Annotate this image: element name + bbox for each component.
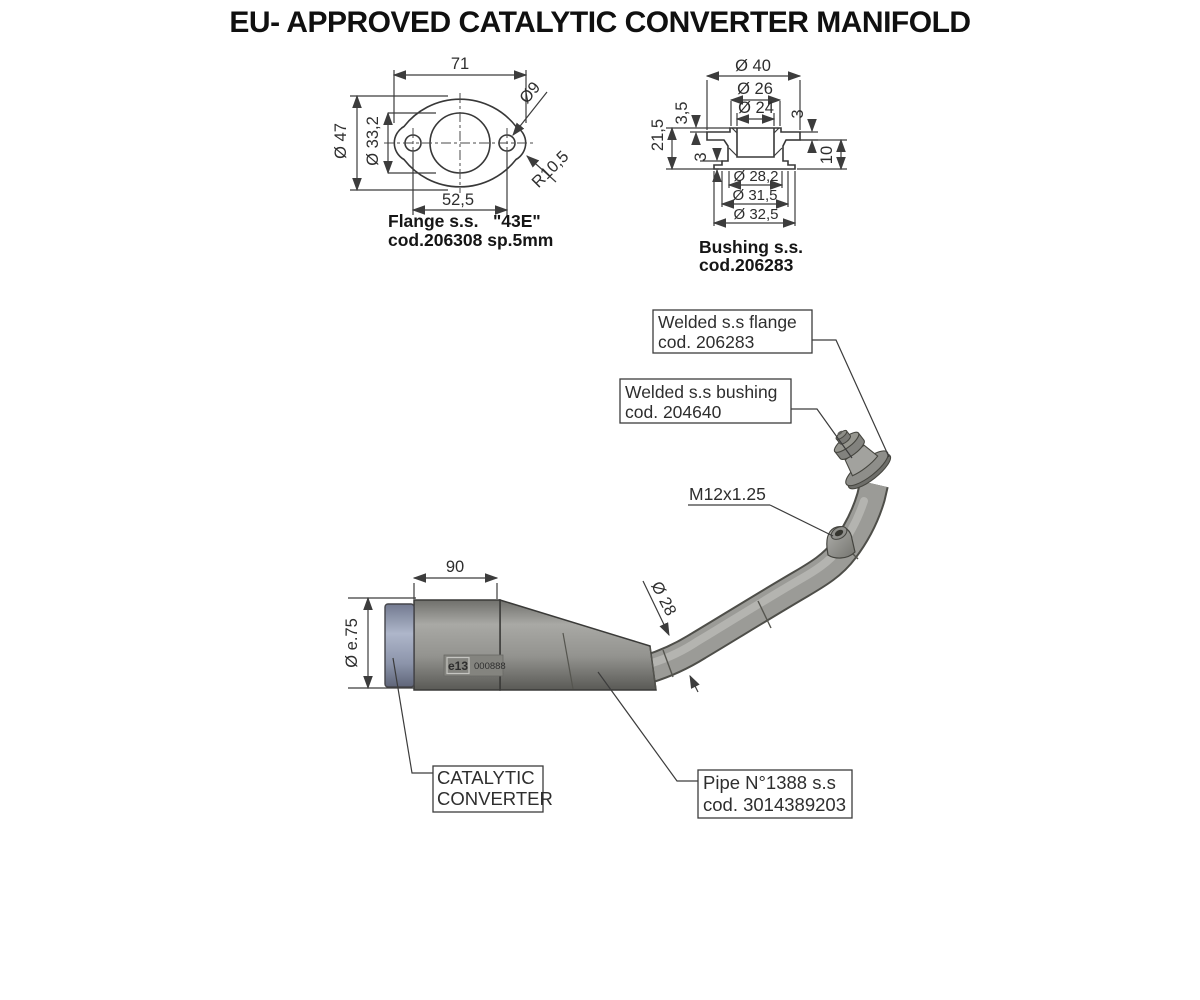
callout-pipe: Pipe N°1388 s.s cod. 3014389203	[597, 671, 853, 819]
svg-text:Ø 31,5: Ø 31,5	[732, 187, 777, 204]
dimension-bolt-hole-9: Ø9	[512, 79, 548, 136]
dimension-bore-33-2: Ø 33,2	[364, 111, 436, 175]
cone-seam	[562, 632, 574, 690]
exhaust-pipe	[643, 481, 887, 682]
bushing-part-number: cod.206283	[699, 255, 794, 275]
svg-text:90: 90	[446, 558, 464, 576]
svg-text:cod. 3014389203: cod. 3014389203	[703, 794, 846, 815]
bushing-bore	[736, 128, 775, 158]
leader-pipe	[597, 671, 698, 782]
bushing-chamfer-left	[731, 127, 738, 134]
svg-text:3: 3	[692, 152, 710, 161]
bushing-chamfer-right	[773, 127, 780, 134]
svg-text:Ø 28,2: Ø 28,2	[733, 168, 778, 185]
bushing-label: Bushing s.s.	[699, 237, 803, 257]
svg-text:Welded s.s bushing: Welded s.s bushing	[625, 382, 777, 402]
callout-welded-bushing: Welded s.s bushing cod. 204640	[619, 378, 853, 459]
svg-text:Pipe N°1388 s.s: Pipe N°1388 s.s	[703, 772, 836, 793]
dimension-d40: Ø 40	[705, 57, 802, 130]
dimension-t3-right: 3	[789, 109, 818, 153]
svg-text:cod. 204640: cod. 204640	[625, 402, 722, 422]
approval-mark-plate: e13 000888	[443, 654, 506, 677]
dimension-d32-5: Ø 32,5	[712, 171, 797, 228]
bushing-weld-prep-right	[773, 147, 783, 157]
callout-thread: M12x1.25	[688, 484, 834, 537]
svg-text:Ø 24: Ø 24	[738, 99, 774, 117]
bushing-outline	[706, 127, 801, 170]
approval-code: e13	[448, 659, 468, 673]
svg-text:71: 71	[451, 55, 469, 73]
callout-welded-flange: Welded s.s flange cod. 206283	[652, 309, 890, 458]
bushing-tip	[837, 430, 843, 436]
callout-catalytic-converter: CATALYTIC CONVERTER	[392, 657, 553, 813]
dimension-length-90: 90	[412, 558, 499, 599]
muffler-body	[413, 599, 501, 691]
leader-catalytic	[392, 657, 433, 774]
flange-2d-drawing: 71 Ø 47 Ø 33,2 Ø9	[332, 55, 572, 250]
svg-text:21,5: 21,5	[649, 119, 667, 151]
leader-welded-bushing	[791, 408, 853, 459]
flange-label: Flange s.s.	[388, 211, 478, 231]
dimension-h21-5: 21,5	[649, 119, 719, 171]
pipe-weld-seam-2	[757, 600, 772, 629]
sensor-boss	[826, 526, 856, 559]
flange-outline	[393, 98, 527, 188]
leader-thread	[769, 504, 834, 537]
svg-text:CONVERTER: CONVERTER	[437, 788, 553, 809]
page-title: EU- APPROVED CATALYTIC CONVERTER MANIFOL…	[229, 6, 971, 39]
bushing-collar	[844, 444, 879, 477]
svg-text:Ø 32,5: Ø 32,5	[733, 206, 778, 223]
cone-tip-seam	[649, 646, 657, 690]
svg-text:CATALYTIC: CATALYTIC	[437, 767, 535, 788]
svg-text:Ø 33,2: Ø 33,2	[364, 116, 382, 166]
catalytic-end-cap	[384, 603, 415, 688]
flange-part-number: cod.206308 sp.5mm	[388, 230, 553, 250]
flange-label-code-43e: "43E"	[493, 211, 541, 231]
svg-text:10: 10	[818, 146, 836, 164]
dimension-radius-10-5: R10,5	[526, 148, 573, 192]
pipe-weld-seam-1	[662, 649, 674, 678]
leader-welded-flange	[812, 339, 890, 458]
dimension-d28-2: Ø 28,2	[727, 168, 784, 190]
muffler-cone	[499, 598, 657, 691]
svg-text:Welded s.s flange: Welded s.s flange	[658, 312, 797, 332]
manifold-3d-view: e13 000888	[343, 429, 892, 693]
svg-text:Ø 47: Ø 47	[332, 123, 350, 159]
svg-text:Ø e.75: Ø e.75	[343, 618, 361, 668]
dimension-d31-5: Ø 31,5	[720, 171, 790, 209]
svg-text:M12x1.25: M12x1.25	[689, 484, 766, 504]
bushing-2d-drawing: Ø 40 Ø 26 Ø 24 3,5	[649, 57, 847, 275]
dimension-h10: 10	[786, 138, 847, 171]
dimension-t3-left: 3	[692, 148, 723, 182]
dimension-end-diameter: Ø e.75	[343, 596, 416, 690]
svg-text:Ø 26: Ø 26	[737, 80, 773, 98]
svg-text:3,5: 3,5	[673, 102, 691, 125]
svg-text:Ø9: Ø9	[516, 79, 544, 107]
welded-flange-assembly	[833, 429, 892, 490]
svg-text:52,5: 52,5	[442, 191, 474, 209]
dimension-d26: Ø 26	[729, 80, 782, 126]
dimension-spacing-52-5: 52,5	[411, 152, 509, 215]
svg-text:3: 3	[789, 109, 807, 118]
svg-text:Ø 40: Ø 40	[735, 57, 771, 75]
bushing-weld-prep-left	[728, 147, 738, 157]
svg-text:cod. 206283: cod. 206283	[658, 332, 754, 352]
dimension-outer-47: Ø 47	[332, 94, 448, 192]
approval-number: 000888	[474, 661, 506, 672]
svg-text:R10,5: R10,5	[529, 148, 573, 192]
dimension-t3-5: 3,5	[666, 102, 730, 145]
dimension-d24: Ø 24	[735, 99, 776, 126]
